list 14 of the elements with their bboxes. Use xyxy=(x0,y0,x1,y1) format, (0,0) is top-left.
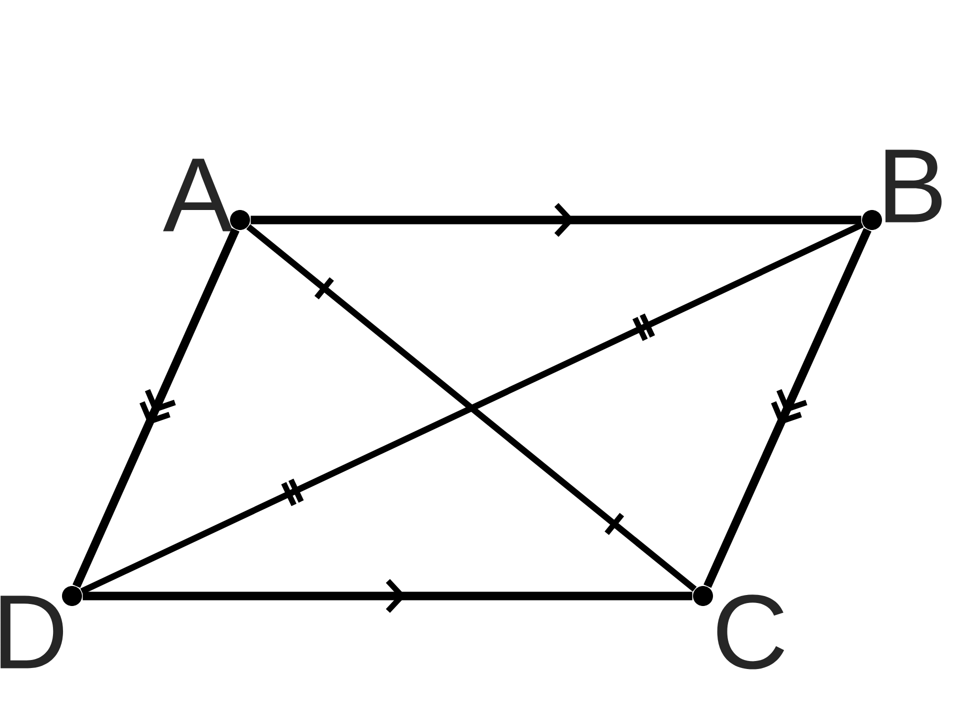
diagonal-line xyxy=(80,222,864,594)
vertex-point: B xyxy=(862,150,942,230)
side-line xyxy=(704,228,872,588)
side-line xyxy=(82,579,692,613)
diagonal-line xyxy=(246,224,697,592)
node-label: C xyxy=(717,594,784,670)
vertex-point: D xyxy=(0,586,82,668)
side-line xyxy=(250,203,862,237)
node-label: D xyxy=(0,596,64,668)
vertex-point: A xyxy=(163,158,250,232)
side-line xyxy=(72,228,240,588)
node-label: B xyxy=(885,150,942,222)
vertex-point: C xyxy=(693,586,784,670)
node-label: A xyxy=(163,158,233,232)
